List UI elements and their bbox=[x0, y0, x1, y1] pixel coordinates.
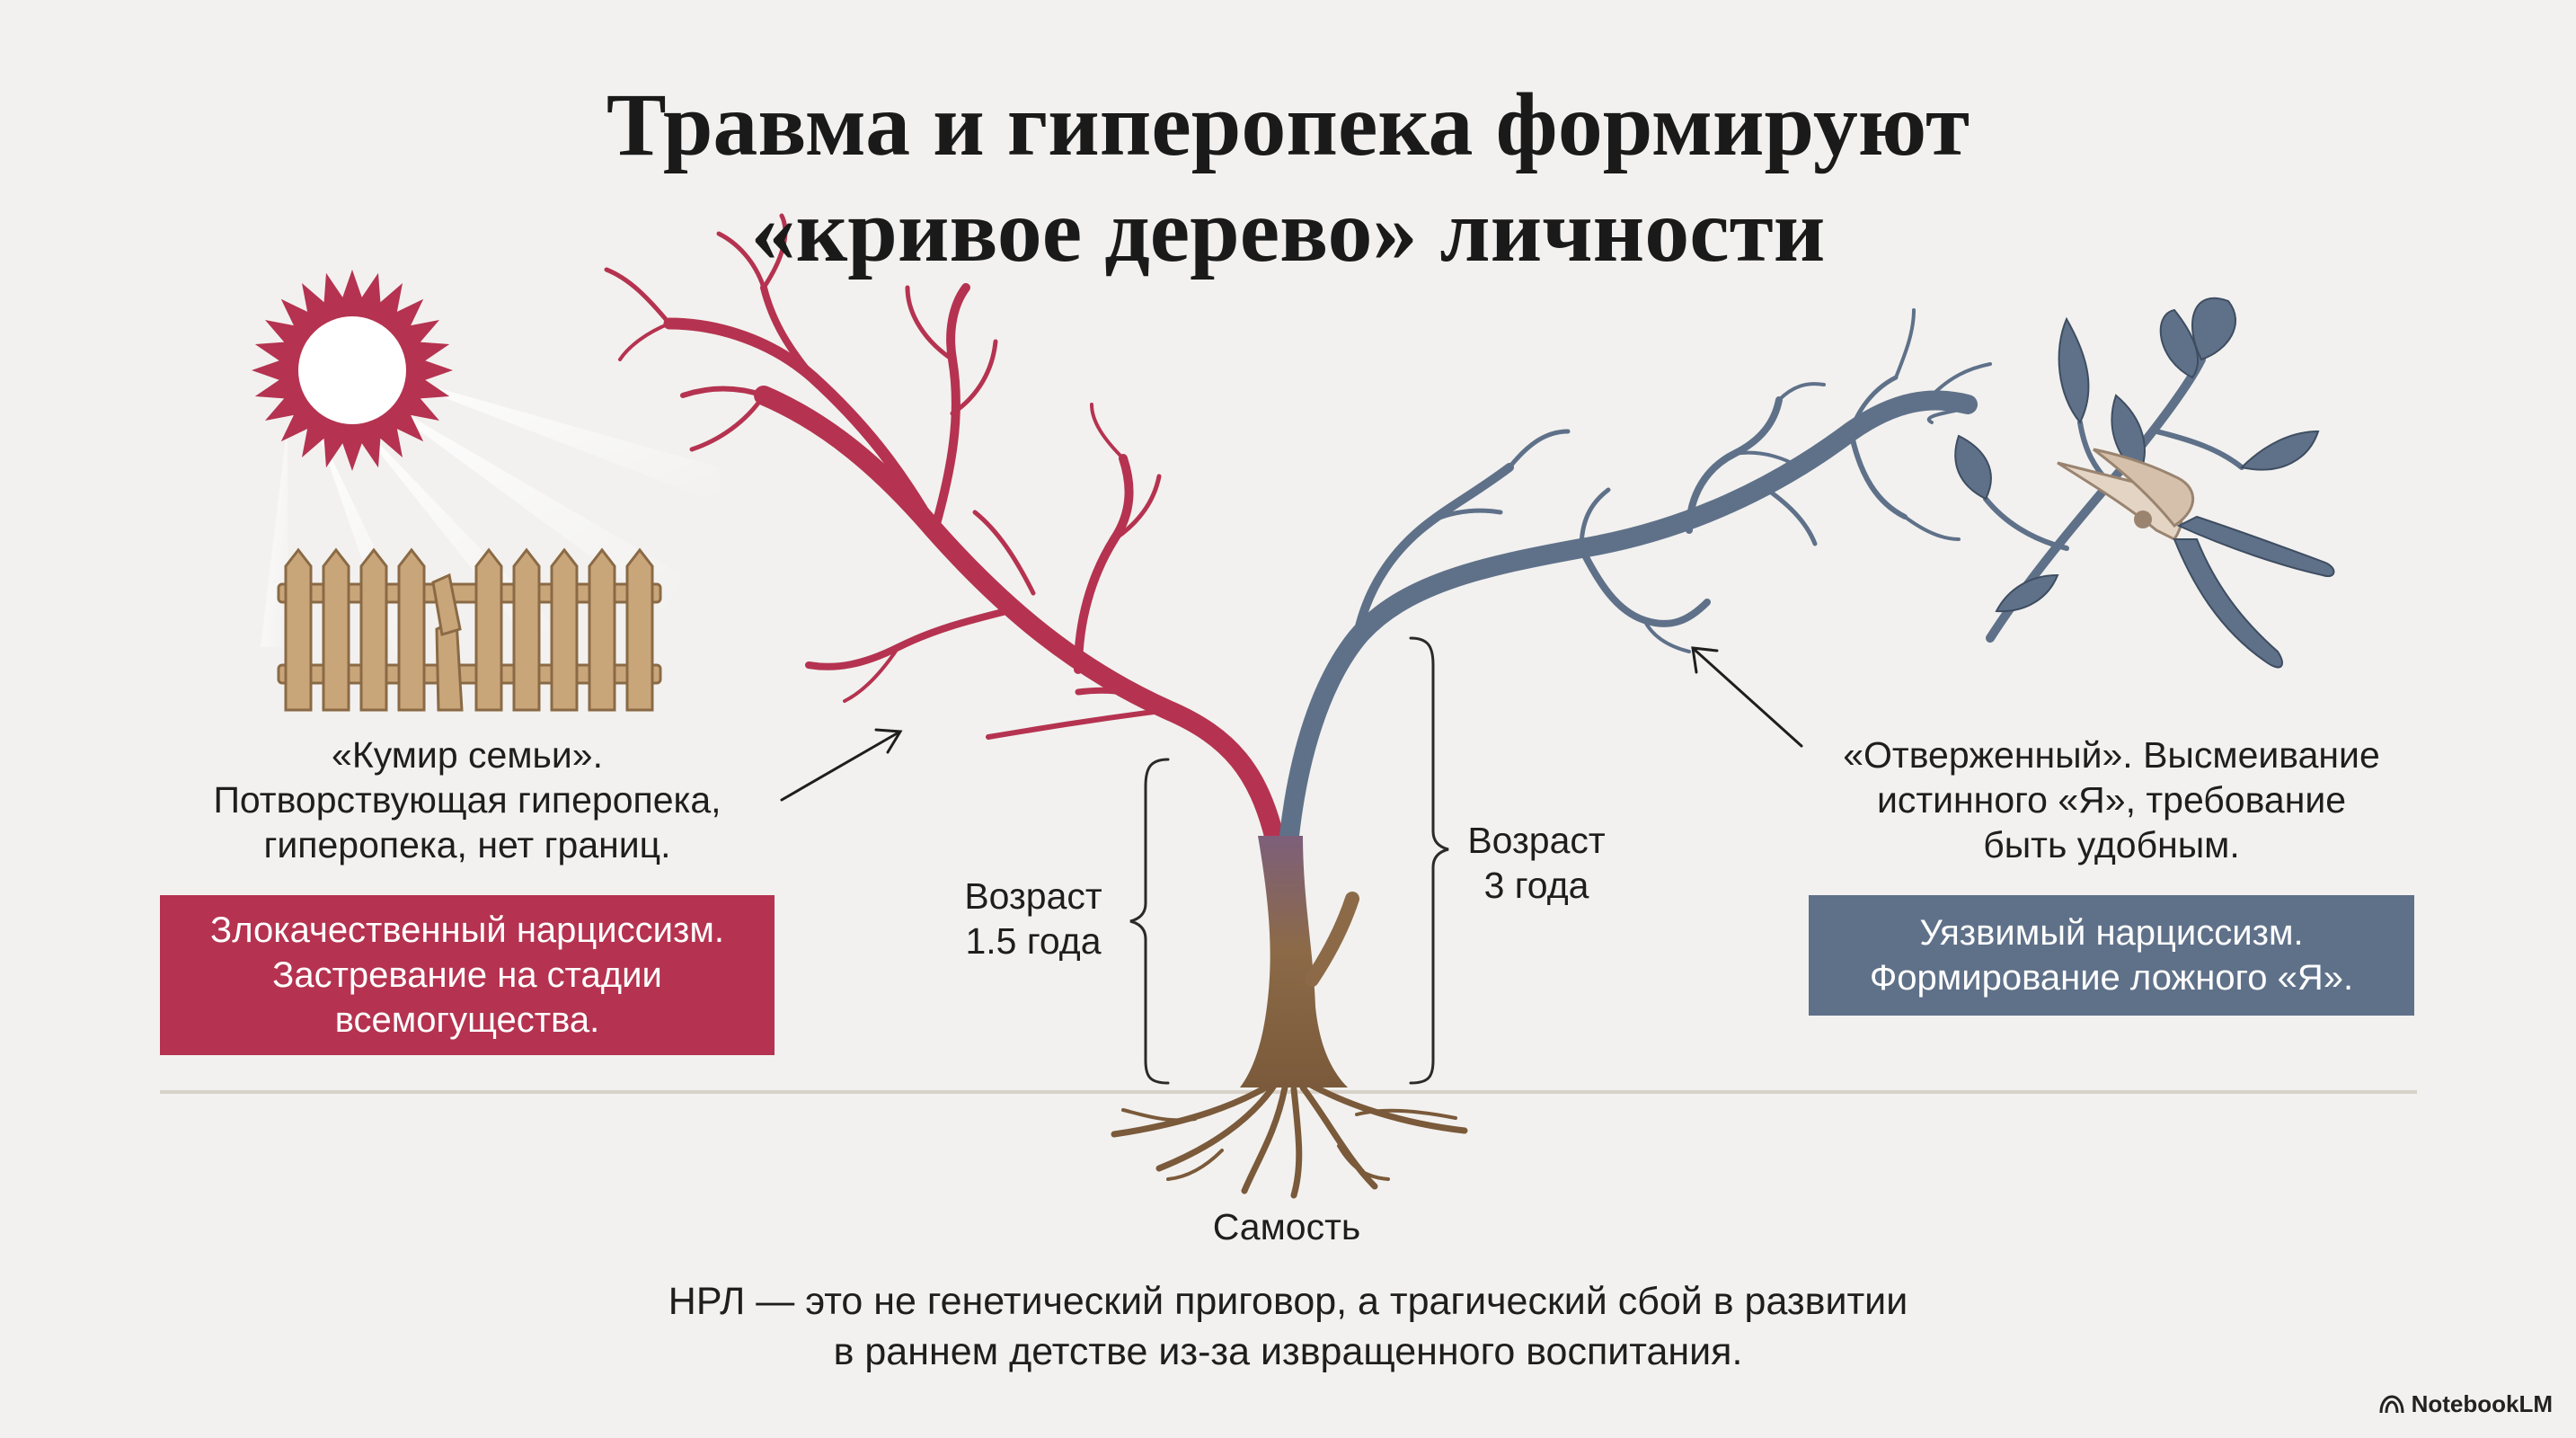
arrow-left bbox=[780, 728, 903, 802]
fence-picket bbox=[322, 547, 350, 712]
right-caption-line: истинного «Я», требование bbox=[1876, 779, 2347, 821]
footer-line: НРЛ — это не генетический приговор, а тр… bbox=[668, 1280, 1908, 1323]
left-caption: «Кумир семьи». Потворствующая гиперопека… bbox=[160, 732, 775, 867]
right-caption-line: быть удобным. bbox=[1983, 824, 2240, 865]
left-box-line: Злокачественный нарциссизм. bbox=[210, 910, 724, 950]
tree-roots bbox=[1111, 1075, 1468, 1199]
brand-name: NotebookLM bbox=[2411, 1390, 2553, 1417]
title-line-2: «кривое дерево» личности bbox=[750, 181, 1826, 280]
fence-picket bbox=[512, 547, 541, 712]
age-left-line: Возраст bbox=[964, 875, 1102, 917]
tree-trunk bbox=[1240, 836, 1348, 1087]
right-box-line: Уязвимый нарциссизм. bbox=[1919, 913, 2304, 953]
left-caption-line: гиперопека, нет границ. bbox=[263, 824, 671, 865]
right-box-line: Формирование ложного «Я». bbox=[1869, 958, 2354, 998]
age-label-left: Возраст 1.5 года bbox=[934, 874, 1132, 963]
age-label-right: Возраст 3 года bbox=[1447, 818, 1626, 908]
blue-branch bbox=[1279, 308, 1992, 846]
trunk-sprout bbox=[1305, 892, 1359, 987]
trunk-label: Самость bbox=[1212, 1206, 1361, 1247]
age-bracket-right bbox=[1409, 636, 1449, 1085]
fence-picket bbox=[397, 547, 426, 712]
arrow-right bbox=[1691, 646, 1803, 748]
footer-statement: НРЛ — это не генетический приговор, а тр… bbox=[0, 1276, 2576, 1377]
right-caption-line: «Отверженный». Высмеивание bbox=[1843, 734, 2380, 776]
fence-picket bbox=[474, 547, 503, 712]
age-bracket-left bbox=[1129, 758, 1170, 1085]
malignant-narcissism-box: Злокачественный нарциссизм. Застревание … bbox=[160, 895, 775, 1055]
age-right-line: 3 года bbox=[1483, 865, 1589, 906]
left-caption-line: Потворствующая гиперопека, bbox=[213, 779, 721, 821]
fence-picket bbox=[588, 547, 616, 712]
vulnerable-narcissism-box: Уязвимый нарциссизм. Формирование ложног… bbox=[1809, 895, 2414, 1016]
fence-picket-broken bbox=[431, 573, 462, 636]
right-caption: «Отверженный». Высмеивание истинного «Я»… bbox=[1800, 732, 2423, 867]
pruning-shears-icon bbox=[2057, 448, 2335, 669]
footer-line: в раннем детстве из-за извращенного восп… bbox=[833, 1330, 1743, 1373]
broken-fence-icon bbox=[277, 547, 662, 712]
age-right-line: Возраст bbox=[1467, 820, 1606, 861]
notebooklm-logo-icon bbox=[2379, 1394, 2404, 1413]
brand-badge: NotebookLM bbox=[2379, 1390, 2553, 1418]
age-left-line: 1.5 года bbox=[965, 920, 1102, 962]
red-branch bbox=[604, 213, 1284, 846]
sun-icon bbox=[252, 270, 453, 471]
fence-picket bbox=[625, 547, 654, 712]
title-line-1: Травма и гиперопека формируют bbox=[606, 75, 1970, 174]
sun-disk bbox=[298, 316, 406, 424]
page-title: Травма и гиперопека формируют «кривое де… bbox=[0, 72, 2576, 284]
fence-picket bbox=[284, 547, 313, 712]
fence-picket bbox=[359, 547, 388, 712]
fence-picket bbox=[550, 547, 579, 712]
left-caption-line: «Кумир семьи». bbox=[332, 734, 603, 776]
left-box-line: всемогущества. bbox=[334, 1000, 600, 1040]
left-box-line: Застревание на стадии bbox=[272, 955, 662, 995]
